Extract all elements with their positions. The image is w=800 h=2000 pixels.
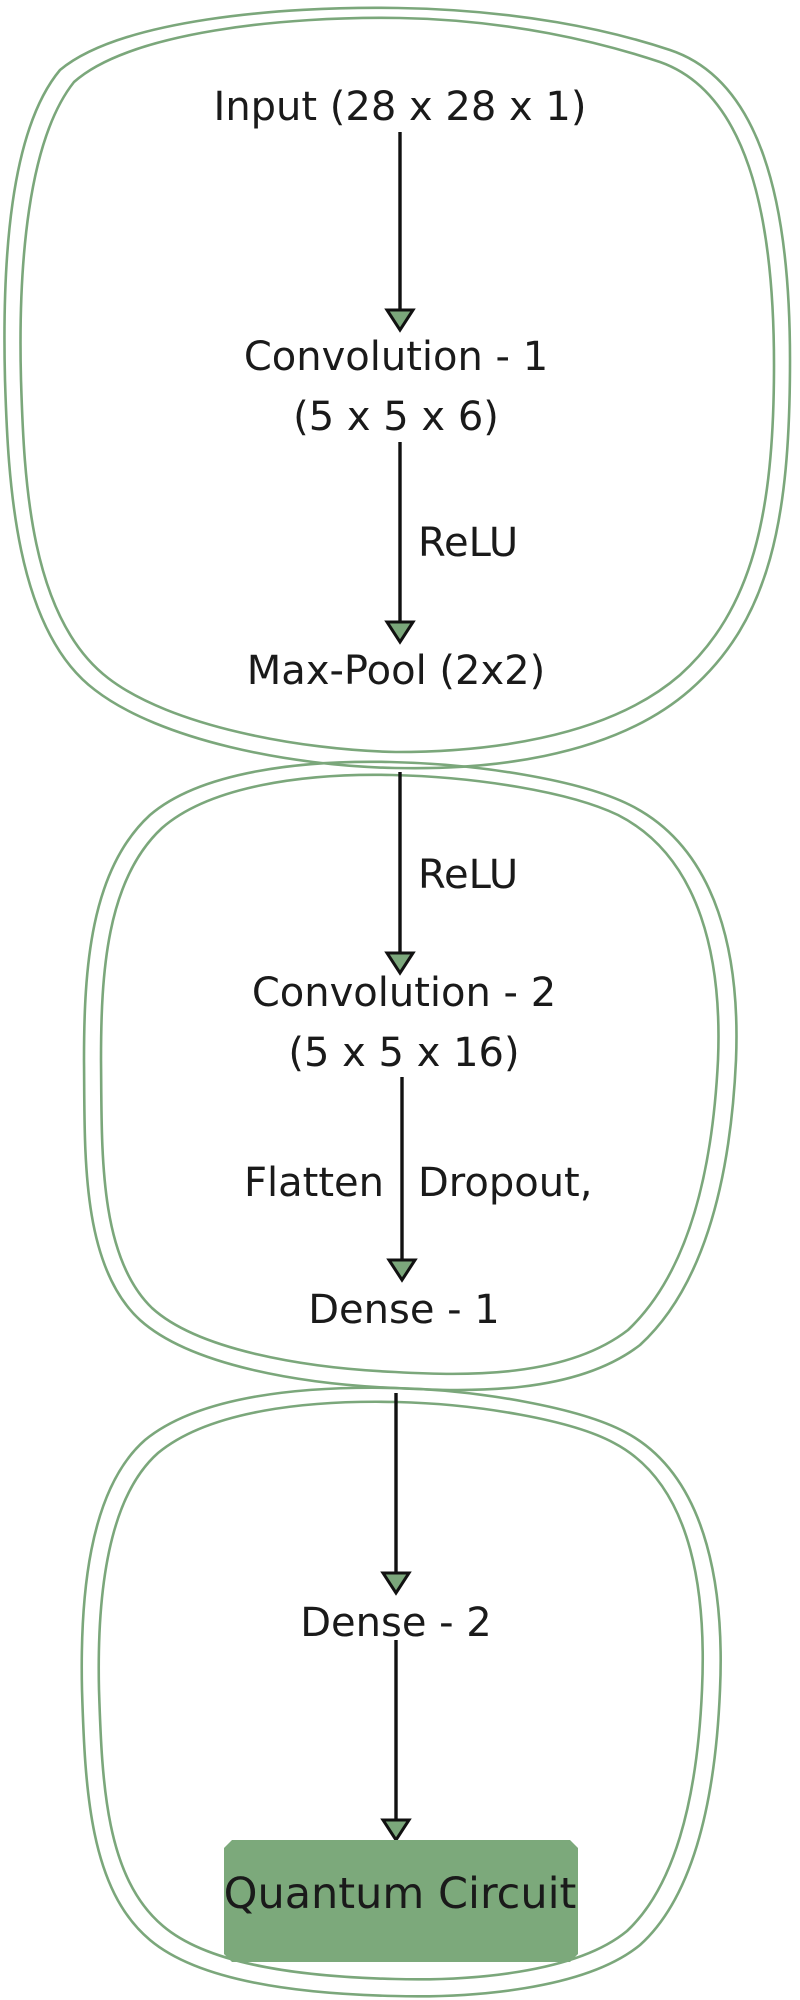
arrow-head (380, 1571, 412, 1596)
node-dense2: Dense - 2 (300, 1600, 492, 1646)
edge-conv1-maxpool (384, 442, 416, 645)
node-input: Input (28 x 28 x 1) (214, 84, 587, 130)
group-2-outline-inner (99, 773, 720, 1376)
group-1-outline-outer (3, 6, 792, 770)
edge-label-flatten: Flatten (244, 1160, 384, 1206)
edge-conv2-dense1 (386, 1077, 418, 1283)
edge-label-relu-1: ReLU (418, 520, 518, 566)
edge-input-conv1 (384, 132, 416, 333)
edge-label-relu-2: ReLU (418, 852, 518, 898)
node-conv2-line1: Convolution - 2 (252, 970, 556, 1016)
arrow-head (386, 1258, 418, 1283)
edge-dense2-quantum (380, 1640, 412, 1843)
group-3-outline-outer (80, 1386, 722, 1998)
node-quantum-circuit: Quantum Circuit (224, 1869, 577, 1919)
node-conv1-line2: (5 x 5 x 6) (293, 394, 499, 440)
node-maxpool: Max-Pool (2x2) (247, 648, 545, 694)
arrow-head (384, 951, 416, 976)
edge-maxpool-conv2 (384, 772, 416, 976)
edge-label-dropout: Dropout, (418, 1160, 592, 1206)
quantum-circuit-box (224, 1840, 578, 1962)
node-dense1: Dense - 1 (308, 1287, 500, 1333)
group-1-outline (3, 6, 792, 770)
arrow-head (384, 308, 416, 333)
edge-dense1-dense2 (380, 1393, 412, 1596)
group-1-outline-inner (19, 16, 776, 754)
arrow-head (384, 620, 416, 645)
arrow-head (380, 1818, 412, 1843)
group-3-outline (80, 1386, 722, 1998)
node-conv1-line1: Convolution - 1 (244, 334, 548, 380)
group-3-outline-inner (97, 1400, 705, 1981)
node-conv2-line2: (5 x 5 x 16) (288, 1030, 519, 1076)
